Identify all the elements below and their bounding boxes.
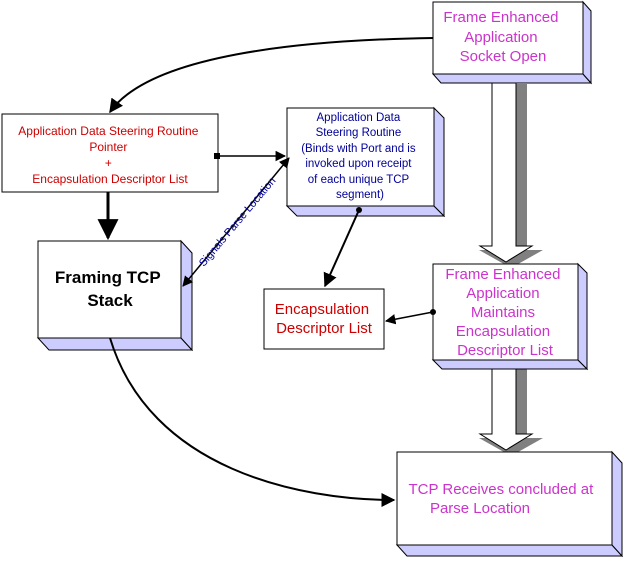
box-maintains-line-5: Descriptor List (457, 342, 554, 359)
svg-text:Frame Enhanced Applicati: Frame Enhanced Application Socket Open (443, 9, 562, 65)
box-steering-routine-line-3: (Binds with Port and is (301, 143, 416, 155)
box-steering-pointer-line-3: + (105, 156, 112, 170)
box-steering-routine-line-1: Application Data (317, 112, 401, 124)
svg-text:Encapsulation Descriptor: Encapsulation Descriptor List (275, 301, 373, 337)
box-encap-list-line-2: Descriptor List (276, 320, 373, 337)
box-steering-routine-line-5: of each unique TCP (308, 174, 410, 186)
box-frame-open-line-3: Socket Open (460, 48, 547, 65)
box-receives-line-1: TCP Receives concluded at (409, 481, 595, 498)
box-encap-list[interactable]: Encapsulation Descriptor List (263, 288, 385, 350)
flow-arrow-open-to-maintains (478, 77, 543, 268)
svg-text:Application Data Steerin: Application Data Steering Routine (Binds… (301, 112, 419, 201)
connector-routine-to-stack (182, 157, 290, 287)
box-receives[interactable]: TCP Receives concluded at Parse Location (395, 450, 624, 558)
box-steering-routine[interactable]: Application Data Steering Routine (Binds… (285, 106, 446, 218)
box-steering-pointer[interactable]: Application Data Steering Routine Pointe… (1, 113, 219, 193)
box-maintains[interactable]: Frame Enhanced Application Maintains Enc… (431, 262, 589, 371)
box-frame-open-line-2: Application (464, 29, 537, 46)
svg-text:Framing TCP Stack: Framing TCP Stack (55, 268, 165, 310)
svg-text:Application Data Steering Rout: Application Data Steering Routine Pointe… (18, 124, 201, 186)
box-frame-open[interactable]: Frame Enhanced Application Socket Open (431, 0, 593, 85)
svg-text:TCP Receives concluded at: TCP Receives concluded at Parse Location (409, 481, 598, 517)
box-framing-stack-line-2: Stack (87, 291, 133, 310)
connector-routine-dot (356, 207, 362, 213)
box-steering-pointer-line-4: Encapsulation Descriptor List (32, 172, 188, 186)
box-maintains-line-3: Maintains (471, 304, 535, 321)
box-maintains-line-4: Encapsulation (456, 323, 550, 340)
box-steering-pointer-line-2: Pointer (89, 140, 127, 154)
box-steering-routine-line-6: segment) (336, 189, 384, 201)
box-receives-line-2: Parse Location (430, 500, 530, 517)
box-maintains-line-1: Frame Enhanced (445, 266, 560, 283)
flow-arrow-maintains-to-receives (478, 357, 543, 456)
box-steering-routine-line-4: invoked upon receipt (305, 158, 412, 170)
box-maintains-line-2: Application (466, 285, 539, 302)
connector-routine-to-encap (323, 209, 360, 288)
connector-maintains-to-encap (384, 311, 434, 325)
box-encap-list-line-1: Encapsulation (275, 301, 369, 318)
connector-maintains-dot (430, 309, 436, 315)
connector-pointer-dot (214, 153, 220, 159)
box-framing-stack[interactable]: Framing TCP Stack (36, 239, 194, 352)
box-framing-stack-line-1: Framing TCP (55, 268, 160, 287)
box-steering-pointer-line-1: Application Data Steering Routine (18, 124, 198, 138)
connector-open-to-pointer (109, 37, 434, 114)
box-steering-routine-line-2: Steering Routine (316, 127, 402, 139)
svg-text:Frame Enhanced Applicati: Frame Enhanced Application Maintains Enc… (445, 266, 564, 359)
connector-stack-to-receives (109, 337, 396, 507)
box-frame-open-line-1: Frame Enhanced (443, 9, 558, 26)
